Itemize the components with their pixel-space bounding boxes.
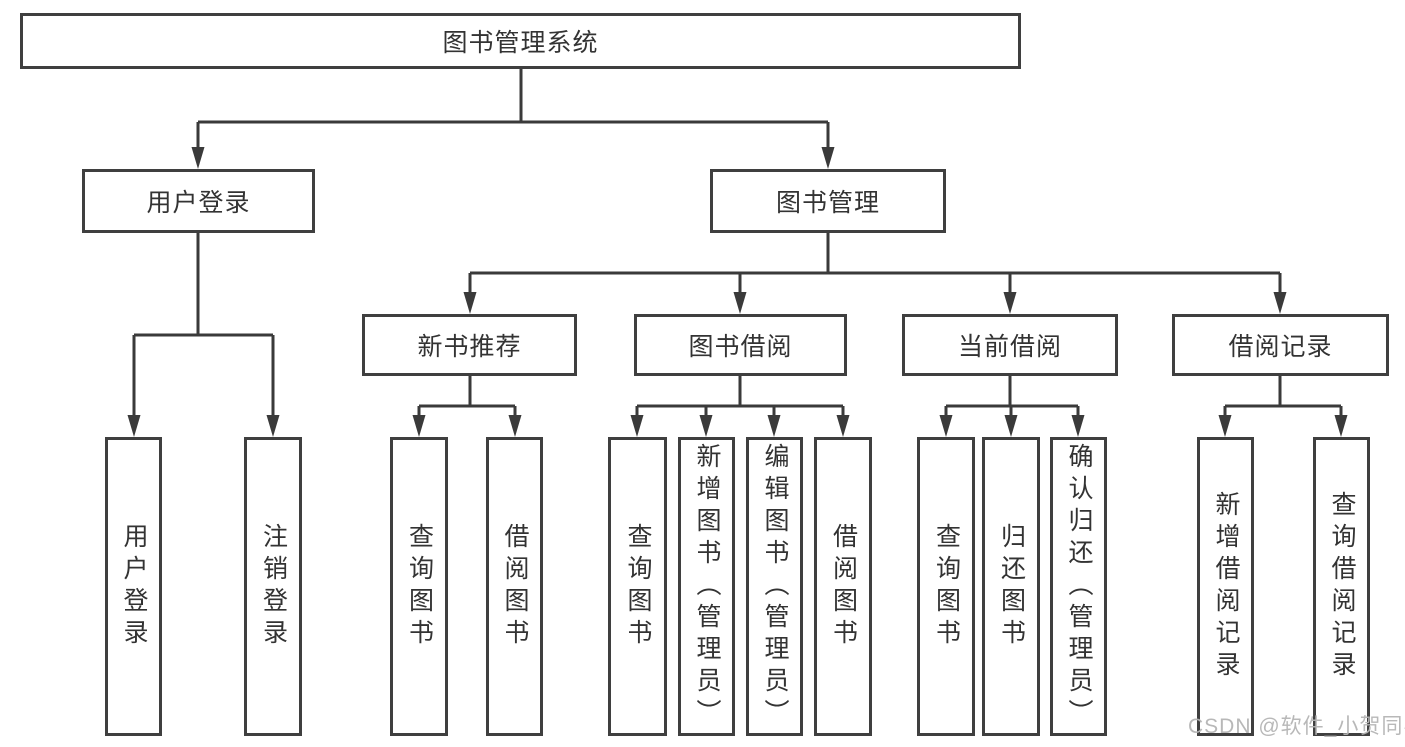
node-label: 查询图书 [624, 522, 652, 651]
node-leaf-borrow-books: 借阅图书 [814, 437, 872, 736]
node-borrowing-records: 借阅记录 [1172, 314, 1389, 376]
node-leaf-user-login: 用户登录 [105, 437, 162, 736]
arrowhead-down-icon [1071, 415, 1085, 437]
node-current-borrowing: 当前借阅 [902, 314, 1118, 376]
node-label: 注销登录 [259, 522, 288, 651]
arrowhead-down-icon [699, 415, 713, 437]
arrowhead-down-icon [1334, 415, 1348, 437]
arrowhead-down-icon [1218, 415, 1232, 437]
watermark: CSDN @软件_小贺同学 [1188, 715, 1405, 738]
arrowhead-down-icon [191, 147, 205, 169]
arrowhead-down-icon [1004, 415, 1018, 437]
node-new-book-recommendation: 新书推荐 [362, 314, 577, 376]
node-leaf-confirm-return-admin: 确认归还（管理员） [1050, 437, 1107, 736]
node-user-login: 用户登录 [82, 169, 315, 233]
arrowhead-down-icon [821, 147, 835, 169]
node-book-borrowing: 图书借阅 [634, 314, 847, 376]
node-leaf-add-books-admin: 新增图书（管理员） [678, 437, 735, 736]
node-label: 编辑图书（管理员） [761, 442, 789, 731]
arrowhead-down-icon [508, 415, 522, 437]
arrowhead-down-icon [127, 415, 141, 437]
node-label: 借阅图书 [829, 522, 858, 651]
arrowhead-down-icon [733, 292, 747, 314]
node-book-management: 图书管理 [710, 169, 946, 233]
node-label: 图书管理系统 [442, 29, 599, 57]
arrowhead-down-icon [836, 415, 850, 437]
node-leaf-query-books-current: 查询图书 [917, 437, 975, 736]
arrowhead-down-icon [463, 292, 477, 314]
node-label: 借阅记录 [1228, 333, 1333, 361]
node-label: 用户登录 [120, 522, 148, 651]
node-label: 用户登录 [146, 189, 251, 217]
arrowhead-down-icon [266, 415, 280, 437]
node-label: 确认归还（管理员） [1065, 442, 1093, 731]
arrowhead-down-icon [767, 415, 781, 437]
arrowhead-down-icon [1003, 292, 1017, 314]
node-leaf-query-books-recommend: 查询图书 [390, 437, 448, 736]
arrowhead-down-icon [630, 415, 644, 437]
node-leaf-return-books: 归还图书 [982, 437, 1040, 736]
node-label: 新书推荐 [417, 333, 522, 361]
node-label: 当前借阅 [957, 333, 1062, 361]
node-label: 归还图书 [997, 522, 1026, 651]
node-label: 图书借阅 [688, 333, 793, 361]
arrowhead-down-icon [412, 415, 426, 437]
node-leaf-edit-books-admin: 编辑图书（管理员） [746, 437, 803, 736]
node-label: 新增图书（管理员） [693, 442, 721, 731]
node-leaf-borrow-books-recommend: 借阅图书 [486, 437, 543, 736]
node-label: 图书管理 [775, 189, 880, 217]
node-label: 借阅图书 [501, 522, 529, 651]
arrowhead-down-icon [1273, 292, 1287, 314]
node-leaf-query-books-borrowing: 查询图书 [608, 437, 667, 736]
node-label: 查询图书 [932, 522, 961, 651]
node-leaf-add-borrow-record: 新增借阅记录 [1197, 437, 1254, 736]
node-leaf-query-borrow-record: 查询借阅记录 [1313, 437, 1370, 736]
arrowhead-down-icon [939, 415, 953, 437]
node-library-management-system: 图书管理系统 [20, 13, 1021, 69]
node-label: 查询图书 [405, 522, 434, 651]
node-label: 新增借阅记录 [1212, 490, 1240, 683]
node-leaf-logout: 注销登录 [244, 437, 302, 736]
node-label: 查询借阅记录 [1328, 490, 1356, 683]
